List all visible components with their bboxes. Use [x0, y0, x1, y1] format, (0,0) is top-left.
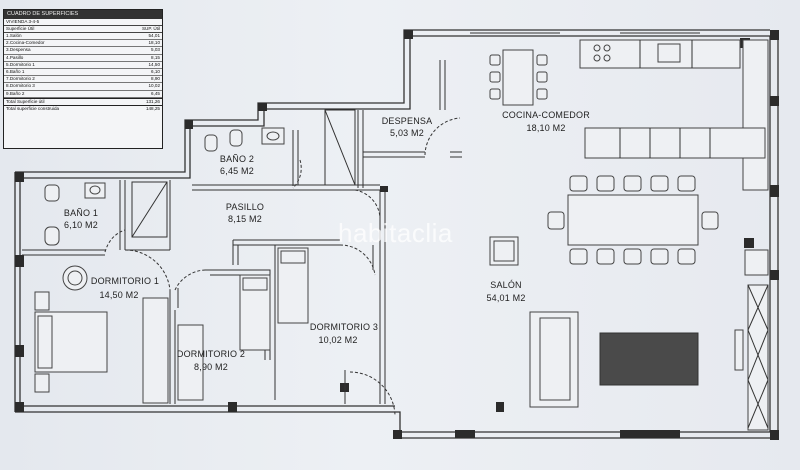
dormitorio-3-furniture — [277, 247, 309, 324]
kitchen-furniture — [489, 39, 769, 191]
total-built-value: 148,25 — [145, 105, 160, 111]
room-area-cocina-comedor: 18,10 M2 — [526, 123, 566, 133]
room-area-bano-2: 6,45 M2 — [220, 166, 254, 176]
total-useful-value: 131,26 — [145, 98, 160, 104]
row-value: 6,10 — [151, 68, 160, 74]
room-area-dormitorio-2: 8,90 M2 — [194, 362, 228, 372]
room-name-bano-1: BAÑO 1 — [63, 208, 99, 218]
surface-table-rows: 1.Salón 54,01 2.Cocina-Comedor 18,10 3.Des… — [4, 33, 162, 98]
outer-walls — [14, 29, 779, 440]
watermark: habitaclia — [338, 218, 453, 248]
row-label: 2.Cocina-Comedor — [6, 40, 45, 46]
salon-furniture — [489, 175, 769, 431]
dormitorio-1-furniture — [34, 265, 169, 404]
surface-table-subtitle: VIVIENDA 3-4-5 — [4, 19, 162, 26]
total-useful-row: Total Superficie útil 131,26 — [4, 97, 162, 105]
table-row: 8.Dormitorio 3 10,02 — [4, 83, 162, 91]
row-label: 1.Salón — [6, 33, 22, 38]
row-value: 5,03 — [151, 47, 160, 53]
room-area-despensa: 5,03 M2 — [390, 128, 424, 138]
doors — [104, 117, 461, 416]
row-value: 8,15 — [151, 54, 160, 60]
room-name-dormitorio-1: DORMITORIO 1 — [90, 276, 160, 286]
row-value: 18,10 — [148, 40, 161, 46]
surface-table-subheader: Superficie Útil SUP. Útil — [4, 26, 162, 33]
table-row: 3.Despensa 5,03 — [4, 47, 162, 55]
row-label: 4.Pasillo — [6, 54, 24, 60]
table-row: 1.Salón 54,01 — [4, 33, 162, 41]
room-name-despensa: DESPENSA — [381, 116, 433, 126]
total-built-label: Total superficie construida — [6, 105, 60, 111]
table-row: 6.Baño 1 6,10 — [4, 68, 162, 77]
row-value: 14,50 — [148, 61, 161, 67]
total-built-row: Total superficie construida 148,25 — [4, 104, 162, 112]
room-area-dormitorio-1: 14,50 M2 — [99, 290, 139, 300]
table-row: 2.Cocina-Comedor 18,10 — [4, 40, 162, 48]
room-name-pasillo: PASILLO — [225, 202, 265, 212]
surface-table-subtitle-text: VIVIENDA 3-4-5 — [6, 19, 40, 24]
surface-table-title: CUADRO DE SUPERFICIES — [4, 10, 162, 19]
total-useful-label: Total Superficie útil — [6, 98, 45, 104]
room-name-cocina-comedor: COCINA-COMEDOR — [502, 110, 590, 120]
table-row: 4.Pasillo 8,15 — [4, 55, 162, 62]
room-name-salon: SALÓN — [490, 280, 522, 290]
surface-table-subheader-label: Superficie Útil — [6, 26, 35, 31]
surface-table: CUADRO DE SUPERFICIES VIVIENDA 3-4-5 Sup… — [3, 9, 163, 149]
table-row: 7.Dormitorio 2 8,90 — [4, 76, 162, 84]
dormitorio-2-furniture — [177, 274, 271, 401]
row-value: 54,01 — [148, 33, 161, 38]
room-area-dormitorio-3: 10,02 M2 — [318, 335, 358, 345]
room-area-bano-1: 6,10 M2 — [64, 220, 98, 230]
row-label: 8.Dormitorio 3 — [6, 83, 35, 89]
room-area-salon: 54,01 M2 — [486, 293, 526, 303]
row-label: 5.Dormitorio 1 — [6, 61, 35, 67]
table-row: 9.Baño 2 6,45 — [4, 91, 162, 98]
room-area-pasillo: 8,15 M2 — [228, 214, 262, 224]
row-label: 6.Baño 1 — [6, 68, 25, 74]
room-name-bano-2: BAÑO 2 — [219, 154, 255, 164]
row-value: 8,90 — [151, 76, 160, 82]
bathroom-1-fixtures — [44, 182, 106, 246]
room-name-dormitorio-3: DORMITORIO 3 — [309, 322, 379, 332]
row-label: 7.Dormitorio 2 — [6, 76, 35, 82]
row-value: 6,45 — [151, 90, 160, 96]
surface-table-subheader-value: SUP. Útil — [141, 26, 160, 31]
row-value: 10,02 — [148, 83, 161, 89]
row-label: 3.Despensa — [6, 47, 31, 53]
row-label: 9.Baño 2 — [6, 90, 25, 96]
bathroom-2-fixtures — [204, 127, 285, 152]
room-name-dormitorio-2: DORMITORIO 2 — [176, 349, 246, 359]
table-row: 5.Dormitorio 1 14,50 — [4, 62, 162, 69]
